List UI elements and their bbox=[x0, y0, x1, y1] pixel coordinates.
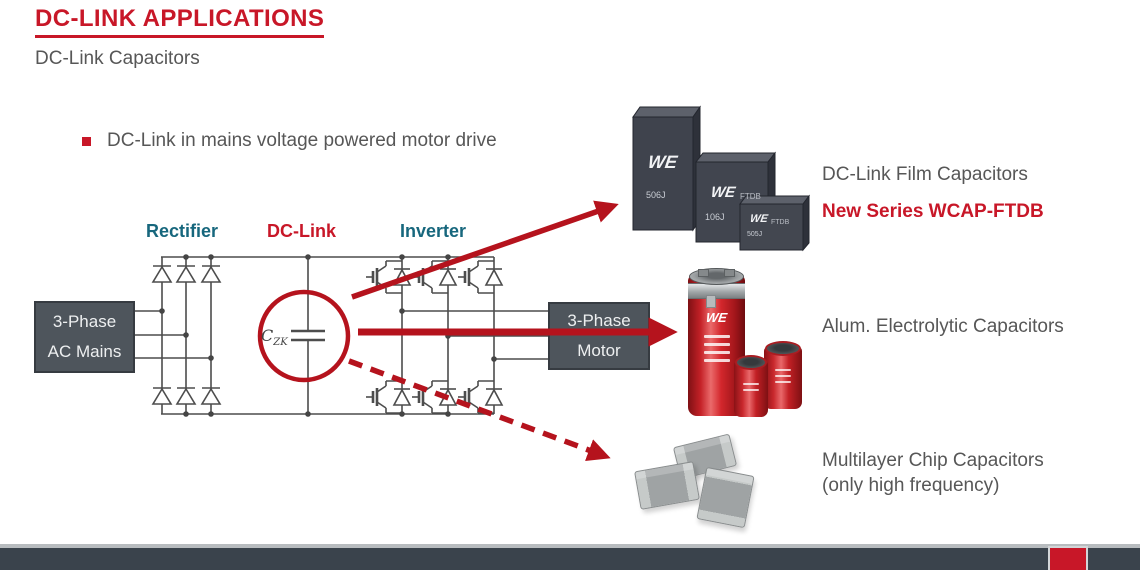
ac-mains-box: 3-Phase AC Mains bbox=[34, 301, 135, 373]
electrolytic-capacitor-small-image bbox=[764, 341, 802, 409]
electrolytic-capacitors-label: Alum. Electrolytic Capacitors bbox=[822, 316, 1064, 337]
film3-series: FTDB bbox=[771, 219, 790, 226]
ac-mains-line1: 3-Phase bbox=[52, 312, 117, 332]
footer-divider bbox=[0, 544, 1140, 548]
bullet-square-icon bbox=[82, 136, 91, 146]
motor-line1: 3-Phase bbox=[567, 311, 631, 331]
film-capacitors-new-series-label: New Series WCAP-FTDB bbox=[822, 201, 1044, 222]
mlcc-label-line1: Multilayer Chip Capacitors bbox=[822, 450, 1044, 471]
electrolytic-small-body bbox=[734, 361, 768, 417]
electrolytic-clamp-tab bbox=[706, 295, 716, 308]
bullet-text: DC-Link in mains voltage powered motor d… bbox=[107, 130, 497, 151]
motor-line2: Motor bbox=[577, 341, 621, 360]
ac-mains-line2: AC Mains bbox=[47, 342, 122, 361]
dc-link-capacitor-symbol-label: CZK bbox=[261, 326, 288, 348]
arrow-to-film-capacitors bbox=[351, 200, 619, 300]
mlcc-capacitors-label: Multilayer Chip Capacitors (only high fr… bbox=[822, 448, 1044, 498]
bullet-row: DC-Link in mains voltage powered motor d… bbox=[82, 130, 497, 152]
we-logo-badge bbox=[1048, 546, 1088, 570]
czk-subscript: ZK bbox=[273, 337, 288, 349]
junction-dots bbox=[159, 254, 497, 417]
page-title: DC-LINK APPLICATIONS bbox=[35, 5, 325, 38]
dc-link-capacitor-highlight-circle bbox=[257, 289, 351, 383]
film2-series: FTDB bbox=[740, 192, 761, 201]
electrolytic-small-body bbox=[764, 347, 802, 409]
dc-link-label: DC-Link bbox=[267, 221, 336, 241]
film3-code: 505J bbox=[747, 231, 763, 238]
film-capacitors-label: DC-Link Film Capacitors bbox=[822, 164, 1028, 185]
film1-code: 506J bbox=[646, 190, 666, 200]
electrolytic-small-top bbox=[735, 355, 767, 370]
electrolytic-terminal bbox=[698, 269, 709, 277]
czk-symbol: C bbox=[261, 326, 274, 345]
electrolytic-small-top bbox=[765, 341, 801, 356]
electrolytic-capacitor-small-image bbox=[734, 355, 768, 417]
mlcc-label-line2: (only high frequency) bbox=[822, 475, 1000, 497]
electrolytic-print-lines bbox=[688, 330, 745, 362]
dashed-arrow-to-mlcc bbox=[348, 358, 611, 461]
inverter-label: Inverter bbox=[400, 221, 467, 241]
electrolytic-terminal bbox=[724, 269, 735, 277]
page-subtitle: DC-Link Capacitors bbox=[35, 48, 200, 69]
motor-box: 3-Phase Motor bbox=[548, 302, 650, 370]
rectifier-label: Rectifier bbox=[146, 221, 219, 241]
electrolytic-capacitor-large-image: WE bbox=[688, 268, 745, 416]
footer-bar bbox=[0, 548, 1140, 570]
film2-code: 106J bbox=[705, 212, 725, 222]
